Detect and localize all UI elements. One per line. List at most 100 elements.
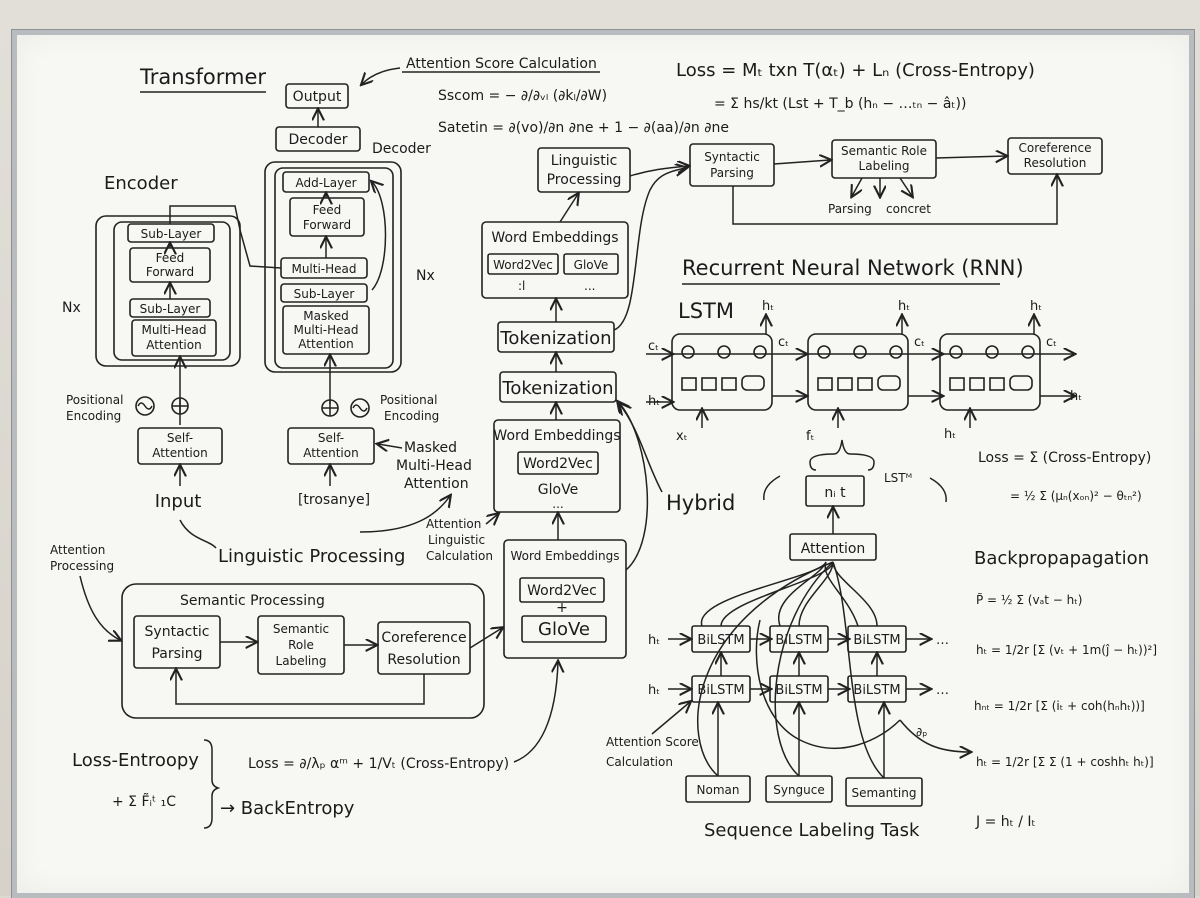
sub-layer-box <box>280 283 368 303</box>
syntactic-top-l1: Syntactic <box>704 150 760 164</box>
syntactic-top-l2: Parsing <box>710 166 754 180</box>
seq-att-score-arrow <box>651 702 690 735</box>
bilstm-label: BiLSTM <box>697 633 744 648</box>
encoder-stack <box>95 215 241 367</box>
seq-right-curve <box>929 477 947 503</box>
lstm-label: LSTM <box>678 299 734 323</box>
loss-top-section: Loss = Mₜ txn T(αₜ) + Lₙ (Cross-Entropy)… <box>676 60 1035 112</box>
bilstm-row-ht-label: hₜ <box>648 683 660 698</box>
sequence-title: Sequence Labeling Task <box>704 820 920 841</box>
semanting-box <box>845 777 923 807</box>
masked-note-l2: Multi-Head <box>396 458 472 474</box>
semantic-processing-box <box>121 583 485 719</box>
semantic-section: Attention Processing Linguistic Processi… <box>50 496 502 719</box>
lstm-gate-icon <box>817 345 831 359</box>
parsing-label: Parsing <box>828 202 872 216</box>
lstm-ct-out-label: cₜ <box>1046 335 1057 350</box>
lstm-sigma-box <box>701 377 717 391</box>
we-top-w2v-box <box>487 253 559 275</box>
encoder-nx: Nx <box>62 300 81 316</box>
dec-sine-wave-icon <box>352 404 368 412</box>
we-top-glove: GloVe <box>574 258 609 272</box>
plus-icon <box>172 398 188 414</box>
bilstm-dots: … <box>936 683 949 698</box>
syn-to-coref-loop <box>732 176 1057 225</box>
hybrid-label: Hybrid <box>666 491 735 515</box>
bilstm-label: BiLSTM <box>853 633 900 648</box>
sem-to-we-arrow <box>469 628 502 649</box>
att-proc-arrow <box>79 575 120 640</box>
sem-srl-l1: Semantic <box>273 622 329 636</box>
encoder-inner <box>113 221 231 361</box>
loss-bottom-formula: Loss = ∂/λₚ αᵐ + 1/Vₜ (Cross-Entropy) <box>248 756 509 772</box>
enc-ff-l1: Feed <box>156 251 185 265</box>
tokenization-1: Tokenization <box>499 328 611 349</box>
linguistic-l1: Linguistic <box>551 153 618 169</box>
we-mid-w2v-box <box>517 451 599 475</box>
dec-pos-wave-icon <box>350 398 370 418</box>
enc-mha-l2: Attention <box>146 338 201 352</box>
we-low-glove: GloVe <box>538 619 590 640</box>
att-ling-arrow <box>485 514 498 524</box>
pos-enc-wave-icon <box>135 396 155 416</box>
semantic-processing-title: Semantic Processing <box>180 593 325 609</box>
hybrid-arrow <box>618 402 663 493</box>
dec-residual-arrow <box>372 182 387 291</box>
syn-to-srl-arrow <box>773 160 830 164</box>
bp-formula-4: hₜ = 1/2r [Σ Σ (1 + coshhₜ hₜ)] <box>976 755 1154 769</box>
enc-ff-l2: Forward <box>146 265 194 279</box>
we-low-w2v-box <box>519 577 605 603</box>
lstm-ct-out-label: cₜ <box>914 335 925 350</box>
bilstm-dots: … <box>936 633 949 648</box>
we-to-ling-arrow <box>559 194 578 223</box>
lstm-ht-top-label: hₜ <box>898 299 910 314</box>
j-formula: J = hₜ / Iₜ <box>975 814 1036 830</box>
we-top-w2v: Word2Vec <box>493 258 553 272</box>
lstm-ct-out-label: cₜ <box>778 335 789 350</box>
lstm-sigma-box <box>681 377 697 391</box>
att-proc-l1: Attention <box>50 543 105 557</box>
nt-label: nᵢ t <box>824 485 846 501</box>
dec-input-label: [trosanye] <box>298 492 370 508</box>
lstm-ht-top-label: hₜ <box>1030 299 1042 314</box>
bilstm-label: BiLSTM <box>775 683 822 698</box>
attention-score-title: Attention Score Calculation <box>406 56 597 72</box>
loss-entropy-sum: + Σ F̃ᵢᵗ ₁C <box>112 793 176 810</box>
token-attention-line <box>774 561 834 777</box>
we-low-plus: + <box>556 600 568 616</box>
lstm-ct-in-label: cₜ <box>648 339 659 354</box>
dec-self-att-l1: Self- <box>318 431 344 445</box>
right-loss: Loss = Σ (Cross-Entropy) <box>978 450 1151 466</box>
lstm-gate-icon <box>889 345 903 359</box>
lstm-ht-bottom-label: hₜ <box>944 427 956 442</box>
seq-brace <box>809 439 875 471</box>
token-attention-line <box>696 561 834 777</box>
bilstm-attention-line <box>701 561 827 627</box>
we-low-w2v: Word2Vec <box>527 583 597 599</box>
seq-att-score-l1: Attention Score <box>606 735 699 749</box>
ling-proc-curve-right <box>359 496 450 533</box>
bilstm-attention-line <box>720 561 834 627</box>
we-mid-glove: GloVe <box>538 482 578 498</box>
tokenization-2: Tokenization <box>501 378 613 399</box>
feed-forward-l1: Feed <box>313 203 342 217</box>
lstm-tanh-box <box>877 375 901 391</box>
dec-self-att-l2: Attention <box>303 446 358 460</box>
lstm-ht-top-label: hₜ <box>762 299 774 314</box>
transformer-title: Transformer <box>139 65 266 89</box>
linguistic-l2: Processing <box>547 172 622 188</box>
srl-branch-1 <box>852 177 863 196</box>
lstm-sigma-box <box>949 377 965 391</box>
enc-mha-l1: Multi-Head <box>141 323 206 337</box>
masked-note-l1: Masked <box>404 440 457 456</box>
masked-note-l3: Attention <box>404 476 469 492</box>
we-low-title: Word Embeddings <box>511 549 620 563</box>
lstm-sigma-box <box>837 377 853 391</box>
loss-entropy-label: Loss-Entroopy <box>72 750 199 771</box>
attention-label: Attention <box>801 541 866 557</box>
right-loss-2: = ½ Σ (μₙ(xₒₙ)² − θₜₙ²) <box>1010 489 1142 503</box>
bilstm-attention-line <box>798 561 834 627</box>
sem-srl-l2: Role <box>288 638 314 652</box>
